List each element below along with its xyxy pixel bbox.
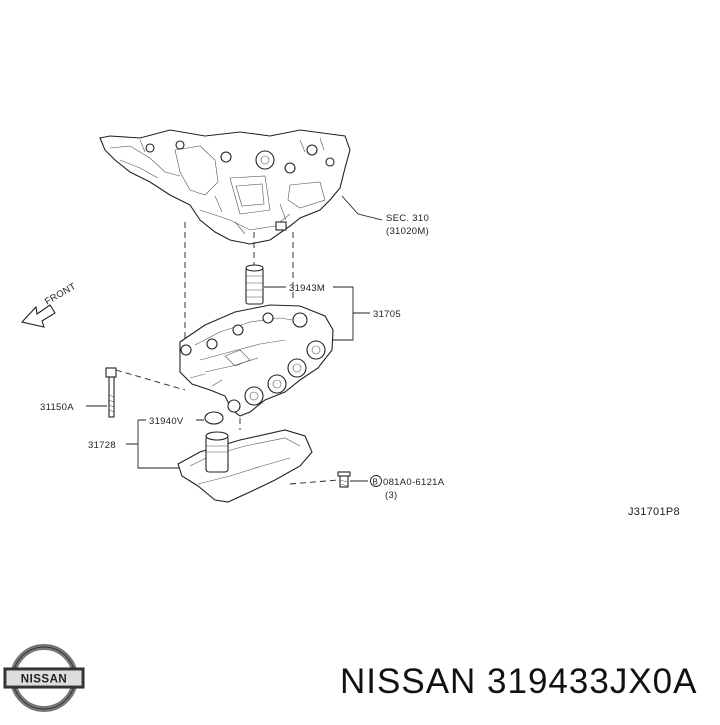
alignment-line-bolt: [115, 369, 186, 391]
bracket-31705: [320, 286, 370, 341]
label-31728: 31728: [88, 440, 116, 451]
label-31940v: 31940V: [149, 416, 184, 427]
logo-text: NISSAN: [21, 674, 67, 686]
bolt-081a0-6121a: [337, 471, 351, 488]
label-31150a: 31150A: [40, 402, 74, 413]
control-valve-31705: [179, 304, 334, 417]
label-31705: 31705: [373, 309, 401, 320]
label-sec-ref: (31020M): [386, 226, 429, 237]
label-bolt-circle: B: [373, 478, 379, 487]
solenoid-31943m: [245, 264, 264, 305]
bracket-31728: [126, 420, 185, 469]
bolt-31150a: [105, 367, 117, 418]
transmission-case: [99, 129, 351, 245]
label-bolt-code: 081A0-6121A: [383, 477, 445, 488]
diagram-id: J31701P8: [628, 506, 680, 518]
alignment-line-bolt-right: [289, 479, 339, 485]
part-caption: NISSAN 319433JX0A: [340, 662, 698, 701]
oil-strainer-31728: [177, 429, 313, 503]
nissan-logo: NISSAN: [3, 644, 85, 712]
label-sec: SEC. 310: [386, 213, 429, 224]
o-ring-31940v: [204, 411, 224, 425]
bolt-circle-symbol: [370, 475, 382, 487]
label-31943m: 31943M: [289, 283, 325, 294]
label-front: FRONT: [43, 281, 78, 308]
label-bolt-qty: (3): [385, 490, 398, 501]
leader-sec: [341, 195, 383, 221]
front-arrow: FRONT: [20, 281, 78, 328]
